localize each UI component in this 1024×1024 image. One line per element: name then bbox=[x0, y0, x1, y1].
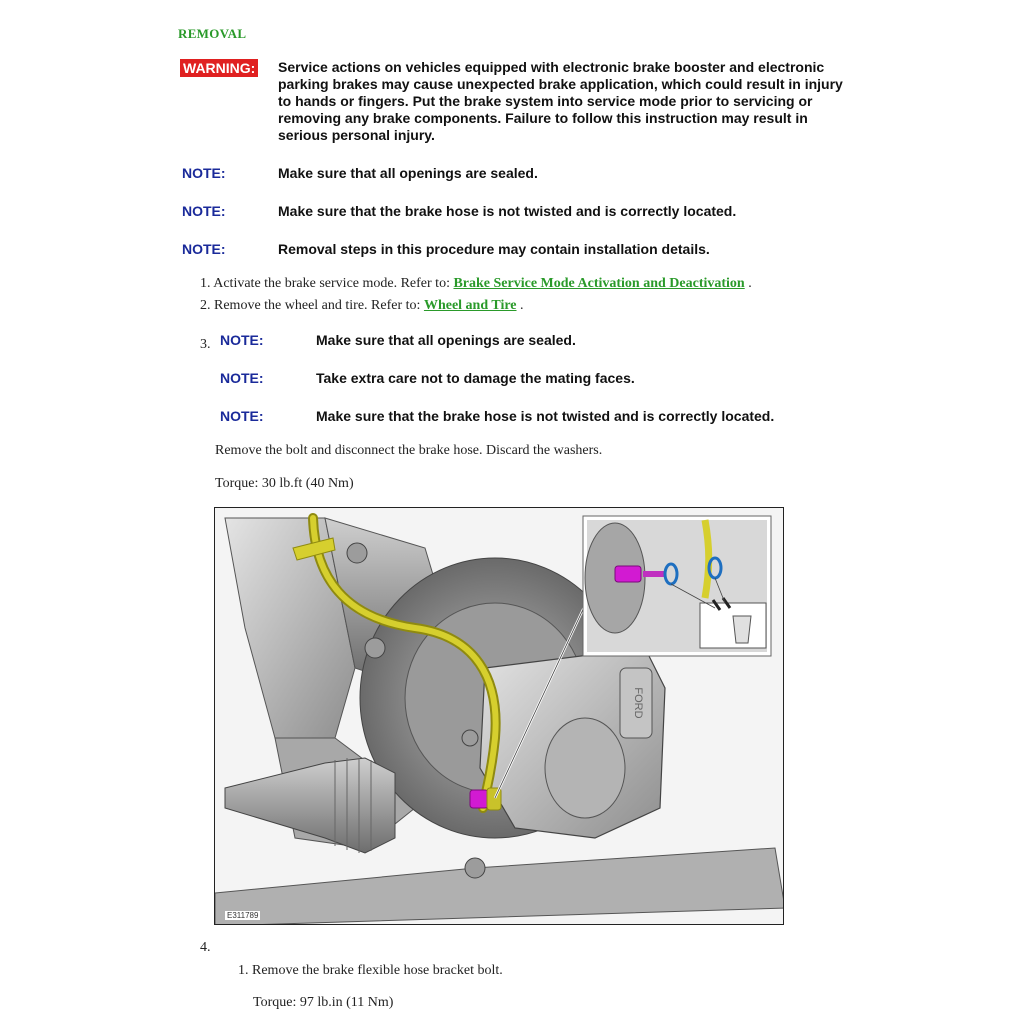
note-text: Make sure that all openings are sealed. bbox=[278, 165, 538, 181]
step-3-number: 3. bbox=[200, 337, 211, 352]
step-2: 2. Remove the wheel and tire. Refer to: … bbox=[200, 298, 524, 314]
warning-label: WARNING: bbox=[180, 59, 259, 77]
warning-text: Service actions on vehicles equipped wit… bbox=[278, 59, 843, 143]
caliper-label: FORD bbox=[632, 687, 644, 718]
step-1: 1. Activate the brake service mode. Refe… bbox=[200, 276, 752, 292]
note-text: Take extra care not to damage the mating… bbox=[316, 370, 635, 386]
note-text: Make sure that all openings are sealed. bbox=[316, 332, 576, 348]
brake-hose-illustration: FORD E311789 bbox=[214, 507, 784, 925]
note-text: Removal steps in this procedure may cont… bbox=[278, 241, 710, 257]
step-4-torque: Torque: 97 lb.in (11 Nm) bbox=[253, 995, 394, 1010]
note-text: Make sure that the brake hose is not twi… bbox=[278, 203, 737, 219]
note-text: Make sure that the brake hose is not twi… bbox=[316, 408, 775, 424]
step-number: 2. bbox=[200, 298, 211, 313]
step-end: . bbox=[520, 298, 524, 313]
note-label: NOTE: bbox=[182, 165, 226, 181]
step-3-instruction: Remove the bolt and disconnect the brake… bbox=[215, 443, 603, 458]
note-label: NOTE: bbox=[220, 370, 264, 386]
note-label: NOTE: bbox=[182, 241, 226, 257]
step-number: 1. bbox=[200, 276, 211, 291]
figure-code: E311789 bbox=[225, 911, 261, 920]
brake-assembly-drawing: FORD bbox=[215, 508, 783, 924]
step-end: . bbox=[748, 276, 752, 291]
step-4-substep: 1. Remove the brake flexible hose bracke… bbox=[238, 963, 503, 979]
note-label: NOTE: bbox=[220, 332, 264, 348]
section-title: REMOVAL bbox=[178, 26, 247, 41]
note-label: NOTE: bbox=[220, 408, 264, 424]
step-3-torque: Torque: 30 lb.ft (40 Nm) bbox=[215, 476, 354, 491]
substep-number: 1. bbox=[238, 963, 249, 978]
step-text: Remove the wheel and tire. Refer to: bbox=[214, 298, 421, 313]
step-4-number: 4. bbox=[200, 940, 211, 955]
note-label: NOTE: bbox=[182, 203, 226, 219]
brake-service-mode-link[interactable]: Brake Service Mode Activation and Deacti… bbox=[453, 276, 745, 291]
substep-text: Remove the brake flexible hose bracket b… bbox=[252, 963, 503, 978]
wheel-and-tire-link[interactable]: Wheel and Tire bbox=[423, 298, 517, 313]
step-text: Activate the brake service mode. Refer t… bbox=[213, 276, 450, 291]
